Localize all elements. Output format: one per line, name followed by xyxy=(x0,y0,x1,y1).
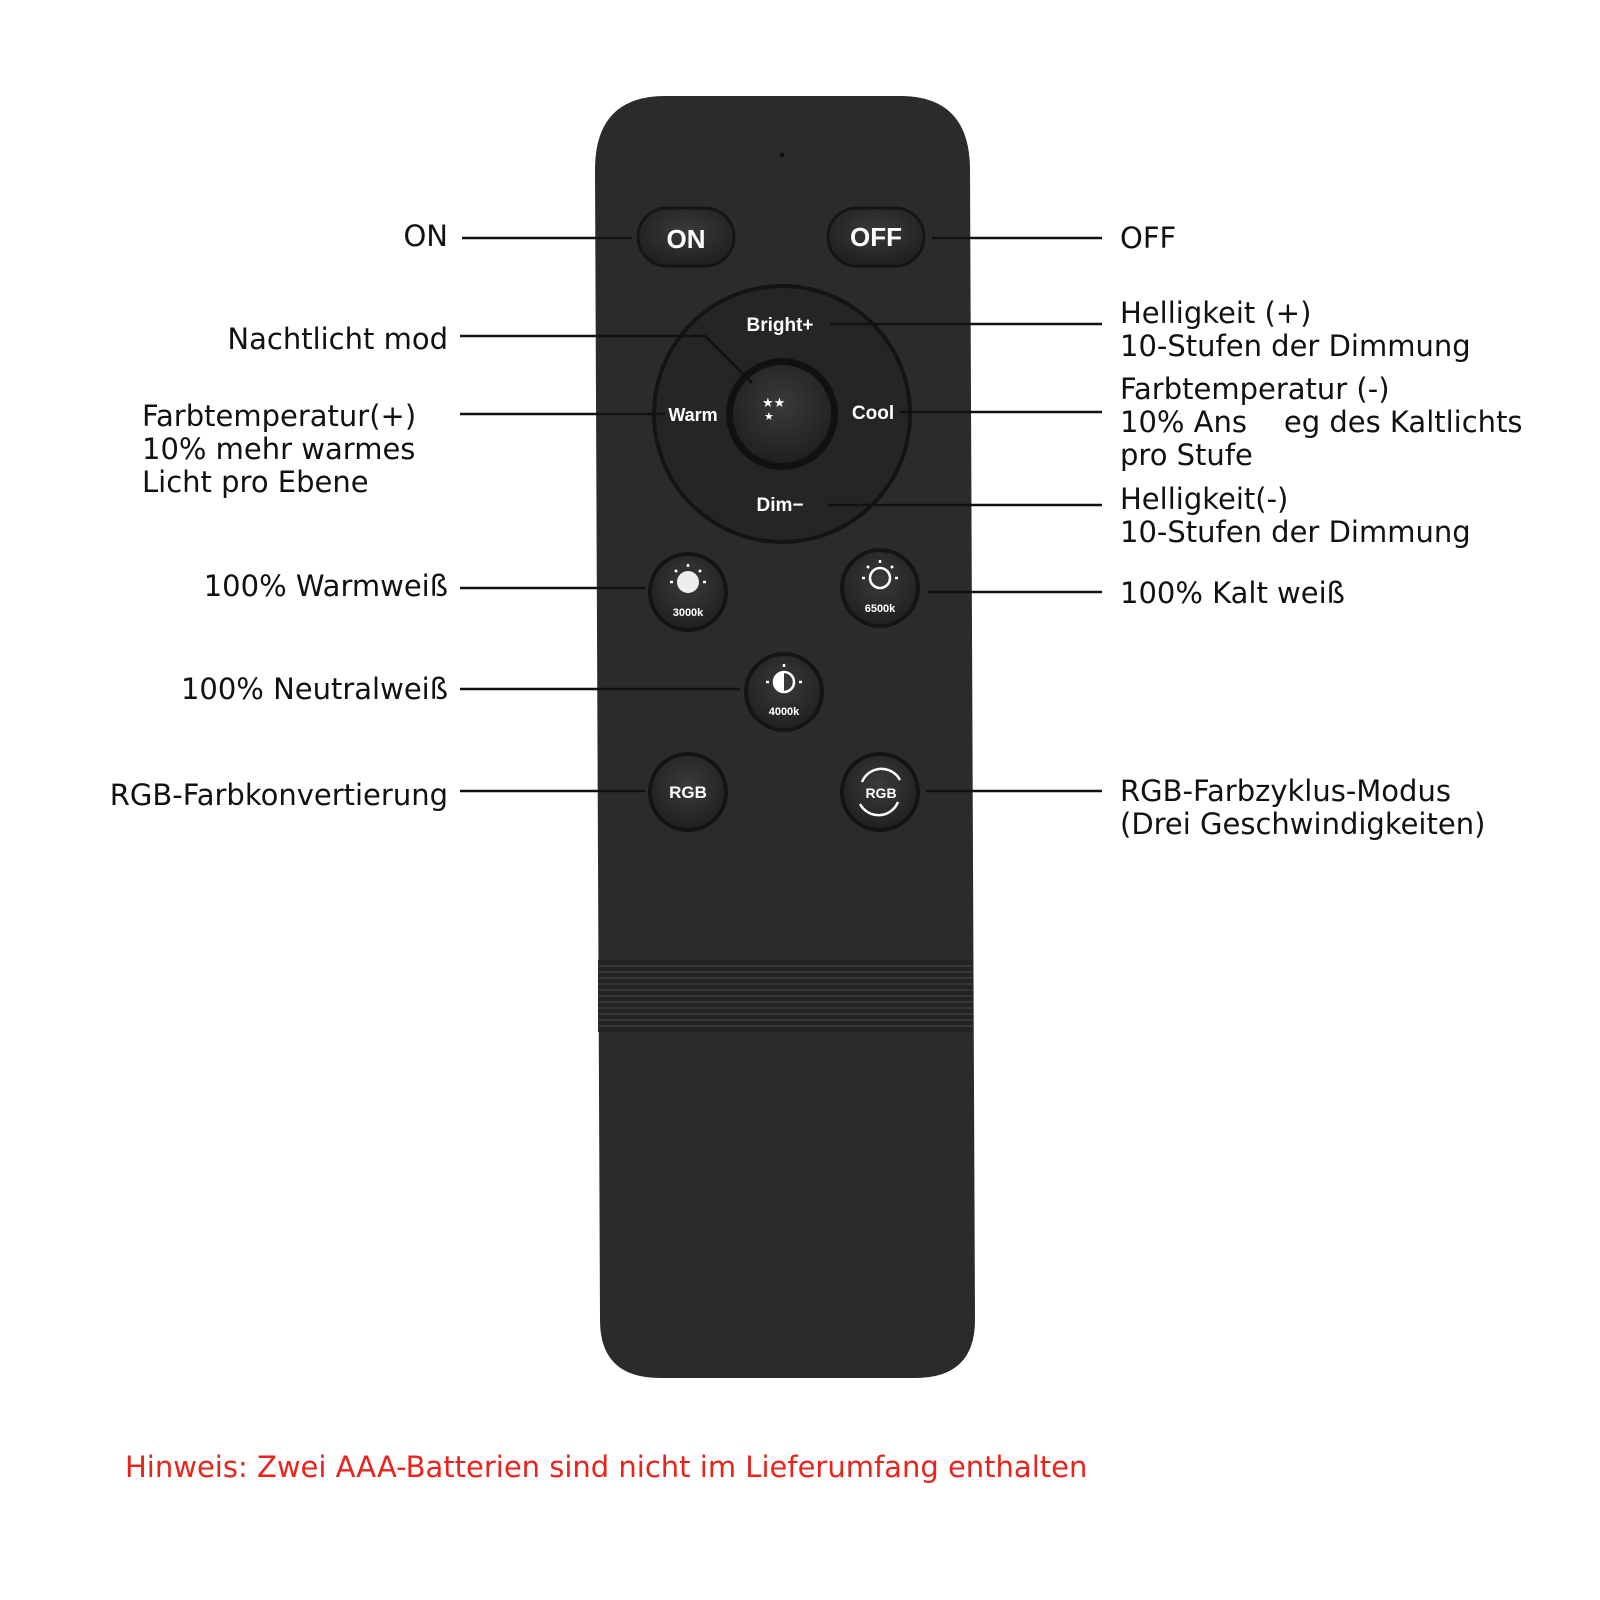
cool-button[interactable]: Cool xyxy=(852,403,894,424)
label-off: OFF xyxy=(1120,221,1177,255)
cycle-arrows-icon xyxy=(858,767,902,817)
label-cool: Farbtemperatur (-) 10% Ans eg des Kaltli… xyxy=(1120,372,1523,472)
rgb-button[interactable]: RGB xyxy=(648,752,728,832)
warm-white-button[interactable]: 3000k xyxy=(648,552,728,632)
rgb-cycle-button[interactable]: RGB xyxy=(840,752,920,832)
led-indicator xyxy=(779,152,785,158)
sun-filled-icon xyxy=(677,571,699,593)
label-night-mode: Nachtlicht mod xyxy=(227,322,448,356)
svg-text:4000k: 4000k xyxy=(769,706,800,718)
off-button[interactable]: OFF xyxy=(826,206,926,268)
night-mode-button[interactable]: ★★ ★ xyxy=(726,358,838,470)
label-cool-white: 100% Kalt weiß xyxy=(1120,576,1345,610)
svg-text:6500k: 6500k xyxy=(865,603,896,615)
svg-text:OFF: OFF xyxy=(850,222,902,252)
bright-plus-button[interactable]: Bright+ xyxy=(746,315,813,336)
label-rgb-cycle: RGB-Farbzyklus-Modus (Drei Geschwindigke… xyxy=(1120,774,1486,841)
dim-minus-button[interactable]: Dim− xyxy=(757,495,804,516)
moon-stars-icon: ★★ ★ xyxy=(762,392,812,440)
label-dim-minus: Helligkeit(-) 10-Stufen der Dimmung xyxy=(1120,482,1471,549)
svg-text:3000k: 3000k xyxy=(673,607,704,619)
svg-text:ON: ON xyxy=(667,224,706,254)
label-warm-white: 100% Warmweiß xyxy=(203,569,448,603)
battery-note: Hinweis: Zwei AAA-Batterien sind nicht i… xyxy=(125,1450,1088,1484)
warm-button[interactable]: Warm xyxy=(668,405,717,425)
on-button[interactable]: ON xyxy=(636,206,736,268)
label-on: ON xyxy=(403,219,448,253)
sun-outline-icon xyxy=(868,566,892,590)
svg-text:RGB: RGB xyxy=(669,783,707,802)
svg-text:★: ★ xyxy=(764,410,774,423)
svg-text:RGB: RGB xyxy=(865,785,896,801)
grip-ridges xyxy=(598,960,973,1032)
label-warm: Farbtemperatur(+) 10% mehr warmes Licht … xyxy=(142,399,417,499)
label-rgb: RGB-Farbkonvertierung xyxy=(109,778,448,812)
label-neutral-white: 100% Neutralweiß xyxy=(180,672,448,706)
leader-lines xyxy=(460,236,1102,793)
cool-white-button[interactable]: 6500k xyxy=(840,548,920,628)
svg-text:★★: ★★ xyxy=(762,396,785,411)
label-bright-plus: Helligkeit (+) 10-Stufen der Dimmung xyxy=(1120,296,1471,363)
neutral-white-button[interactable]: 4000k xyxy=(744,652,824,732)
